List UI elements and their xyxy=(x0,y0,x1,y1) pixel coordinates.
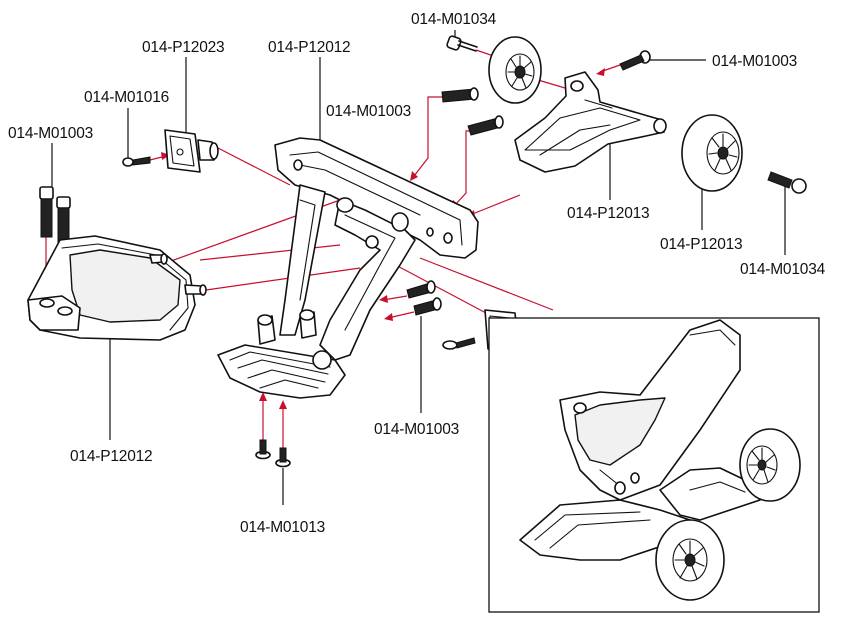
screw-m01016 xyxy=(122,156,151,167)
assembled-view-inset xyxy=(488,317,820,613)
label-m01013: 014-M01013 xyxy=(240,519,325,536)
frame-p12012 xyxy=(217,137,479,399)
label-m01003-right: 014-M01003 xyxy=(712,53,797,70)
screw-flat-right xyxy=(442,337,476,350)
label-m01034-top: 014-M01034 xyxy=(411,11,497,28)
cup-p12012 xyxy=(27,235,207,341)
screw-m01003-mid-2 xyxy=(467,115,504,136)
label-m01003-bottom: 014-M01003 xyxy=(374,421,459,438)
label-m01003-mid: 014-M01003 xyxy=(326,103,411,120)
inset-wheel-left xyxy=(655,519,725,601)
label-p12023: 014-P12023 xyxy=(142,39,224,56)
label-p12012-top: 014-P12012 xyxy=(268,39,350,56)
screw-m01003-right xyxy=(619,50,651,71)
arm-p12013 xyxy=(514,71,667,173)
leader-lines xyxy=(51,30,786,505)
label-m01034-right: 014-M01034 xyxy=(740,261,826,278)
label-m01016: 014-M01016 xyxy=(84,89,169,106)
label-p12013-wheel: 014-P12013 xyxy=(660,236,742,253)
screw-m01003-mid xyxy=(441,87,479,103)
screw-m01034-top xyxy=(446,35,478,52)
bolts-m01003-left xyxy=(39,186,71,247)
inset-wheel-right xyxy=(739,428,801,502)
part-labels: 014-M01034 014-P12023 014-P12012 014-M01… xyxy=(8,11,826,536)
wheel-top xyxy=(488,36,542,104)
wheel-right xyxy=(681,114,743,192)
screws-m01003-right-frame xyxy=(406,280,442,316)
label-p12013-arm: 014-P12013 xyxy=(567,205,649,222)
label-p12012-bottom: 014-P12012 xyxy=(70,448,152,465)
screw-m01034-right xyxy=(767,171,807,194)
screws-m01013 xyxy=(255,439,291,468)
label-m01003-left: 014-M01003 xyxy=(8,125,93,142)
clamp-pad-p12023-top xyxy=(164,129,219,173)
